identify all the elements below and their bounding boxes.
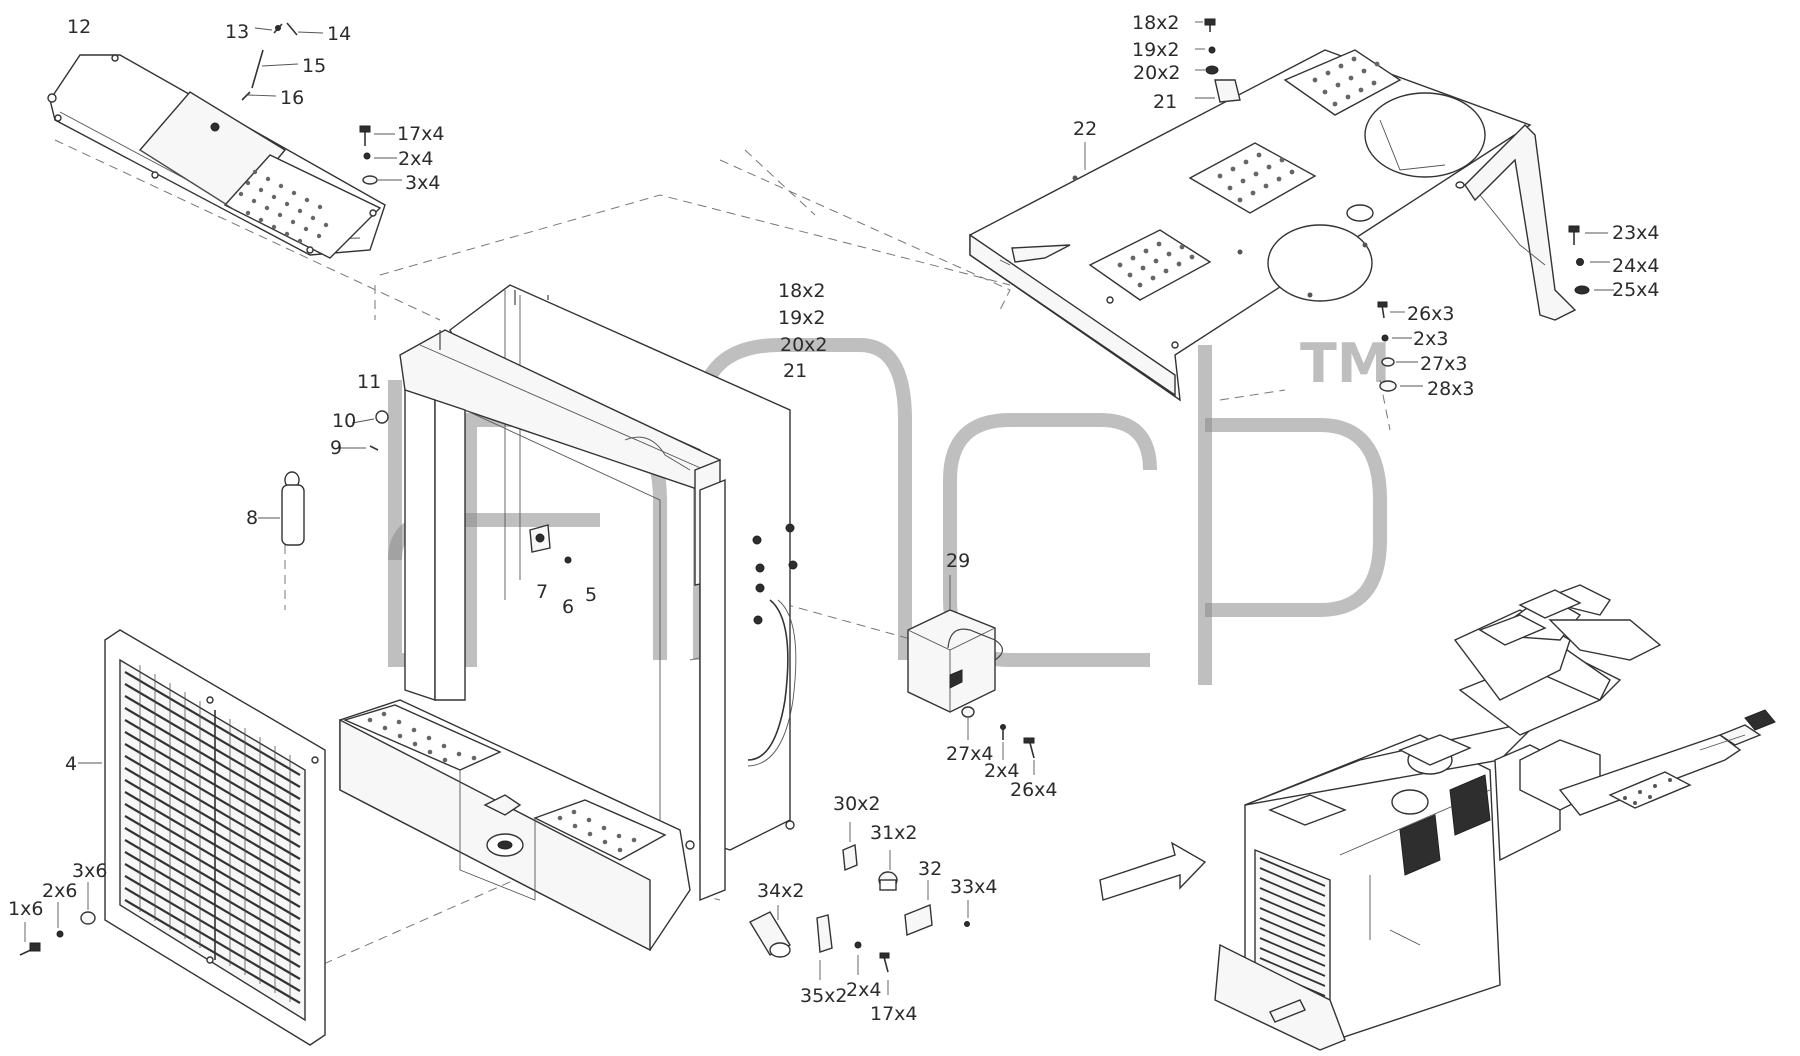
parts-13-16-hinge-pin (241, 22, 324, 101)
perforated-pad (1088, 49, 1402, 301)
label-part-16: 16 (280, 87, 304, 109)
label-part-21-mid: 21 (783, 360, 807, 382)
part-22-top-plate (969, 49, 1577, 402)
label-part-26-top: 26x3 (1407, 303, 1455, 325)
label-part-7: 7 (536, 581, 548, 603)
label-part-18-mid: 18x2 (778, 280, 826, 302)
fasteners-right (1377, 225, 1614, 392)
label-part-27-top: 27x3 (1420, 353, 1468, 375)
label-part-31: 31x2 (870, 822, 918, 844)
part-8-cylinder (258, 471, 305, 546)
label-part-29: 29 (946, 550, 970, 572)
fasteners-bottom-left (19, 882, 96, 956)
label-part-13: 13 (225, 21, 249, 43)
label-part-3-left: 3x6 (72, 860, 107, 882)
label-part-2-bottom: 2x4 (846, 979, 881, 1001)
label-part-26-mid: 26x4 (1010, 779, 1058, 801)
overview-machine (1099, 584, 1776, 1051)
fasteners-top-right (1195, 18, 1241, 103)
label-part-10: 10 (332, 410, 356, 432)
label-part-32: 32 (918, 858, 942, 880)
trademark-mark: TM (1300, 332, 1391, 395)
label-part-14: 14 (327, 23, 351, 45)
label-part-2-right: 2x3 (1413, 328, 1448, 350)
part-4-radiator-grille (78, 629, 326, 1046)
label-part-5: 5 (585, 584, 597, 606)
label-part-2-top: 2x4 (398, 148, 433, 170)
part-11-radiator-frame (339, 284, 798, 952)
fasteners-bottom-middle (749, 822, 970, 995)
label-part-12: 12 (67, 16, 91, 38)
label-part-20-top: 20x2 (1133, 62, 1181, 84)
label-part-17-top: 17x4 (397, 123, 445, 145)
fasteners-top-left (359, 125, 402, 185)
label-part-28: 28x3 (1427, 378, 1475, 400)
callout-labels: 12 13 14 15 16 17x4 2x4 3x4 18x2 19x2 20… (8, 12, 1660, 1025)
label-part-27-mid: 27x4 (946, 743, 994, 765)
label-part-19-top: 19x2 (1132, 39, 1180, 61)
label-part-24: 24x4 (1612, 255, 1660, 277)
label-part-2-left: 2x6 (42, 880, 77, 902)
arrow-icon (1099, 841, 1207, 901)
label-part-15: 15 (302, 55, 326, 77)
label-part-3-top: 3x4 (405, 172, 440, 194)
label-part-19-mid: 19x2 (778, 307, 826, 329)
label-part-6: 6 (562, 596, 574, 618)
fasteners-under-box (961, 706, 1035, 775)
label-part-33: 33x4 (950, 876, 998, 898)
label-part-11: 11 (357, 371, 381, 393)
label-part-18-top: 18x2 (1132, 12, 1180, 34)
label-part-25: 25x4 (1612, 279, 1660, 301)
label-part-23: 23x4 (1612, 222, 1660, 244)
label-part-9: 9 (330, 437, 342, 459)
label-part-8: 8 (246, 507, 258, 529)
label-part-20-mid: 20x2 (780, 334, 828, 356)
part-12-top-cover (47, 54, 386, 259)
assembly-guides (54, 139, 1391, 971)
label-part-30: 30x2 (833, 793, 881, 815)
label-part-4: 4 (65, 753, 77, 775)
label-part-2-mid: 2x4 (984, 760, 1019, 782)
label-part-17-bottom: 17x4 (870, 1003, 918, 1025)
parts-9-10 (338, 410, 389, 451)
label-part-22: 22 (1073, 118, 1097, 140)
label-part-35: 35x2 (800, 985, 848, 1007)
label-part-34: 34x2 (757, 880, 805, 902)
label-part-21-top: 21 (1153, 91, 1177, 113)
part-29-box (907, 575, 1004, 713)
label-part-1: 1x6 (8, 898, 43, 920)
